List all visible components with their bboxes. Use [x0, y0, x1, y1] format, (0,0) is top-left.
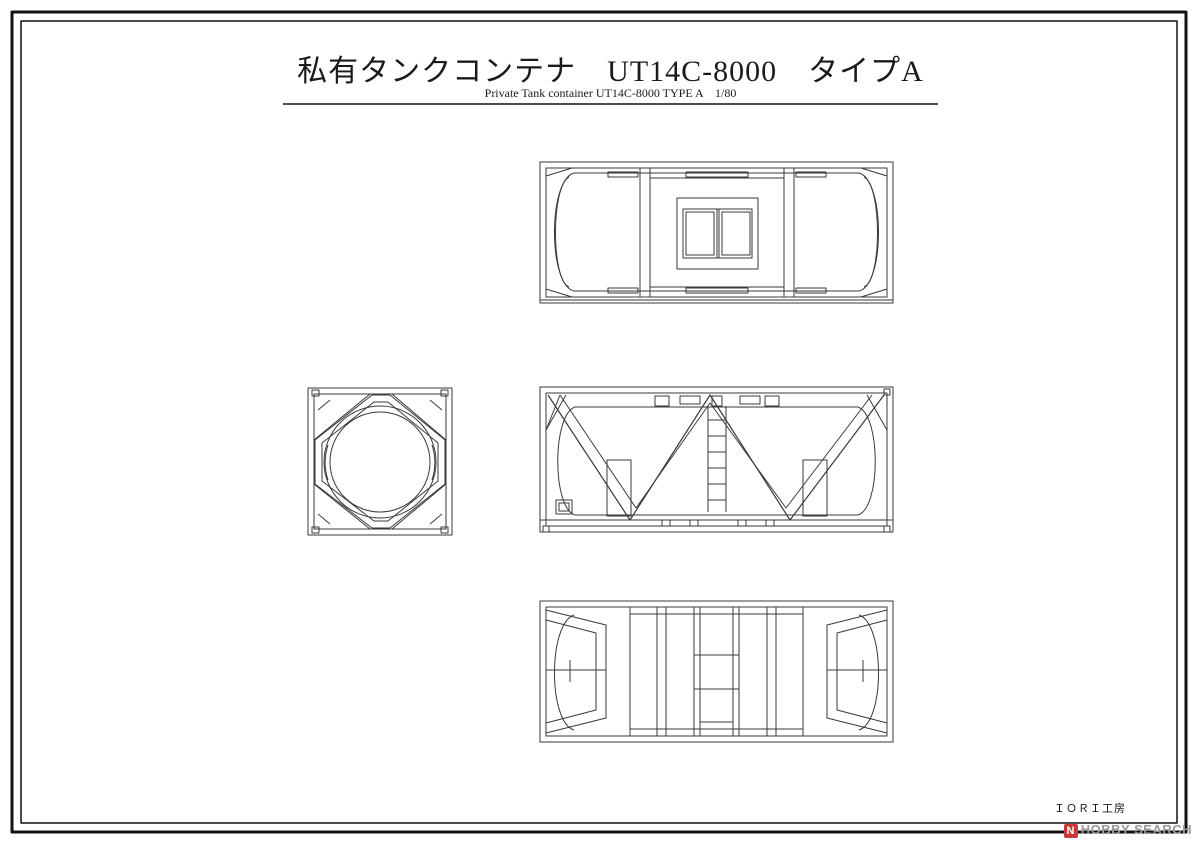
drawing-title: 私有タンクコンテナ UT14C-8000 タイプA: [297, 55, 924, 88]
top-view: [539, 161, 894, 304]
sheet-frame: [10, 10, 1188, 834]
drawing-subtitle: Private Tank container UT14C-8000 TYPE A…: [484, 86, 737, 100]
side-view: [539, 386, 894, 533]
watermark-badge-icon: N: [1063, 824, 1078, 838]
maker-label: ＩＯＲＩ工房: [1054, 803, 1126, 815]
watermark-text: HOBBY SEARCH: [1080, 822, 1192, 838]
end-view: [307, 387, 453, 536]
bottom-view: [539, 600, 894, 743]
